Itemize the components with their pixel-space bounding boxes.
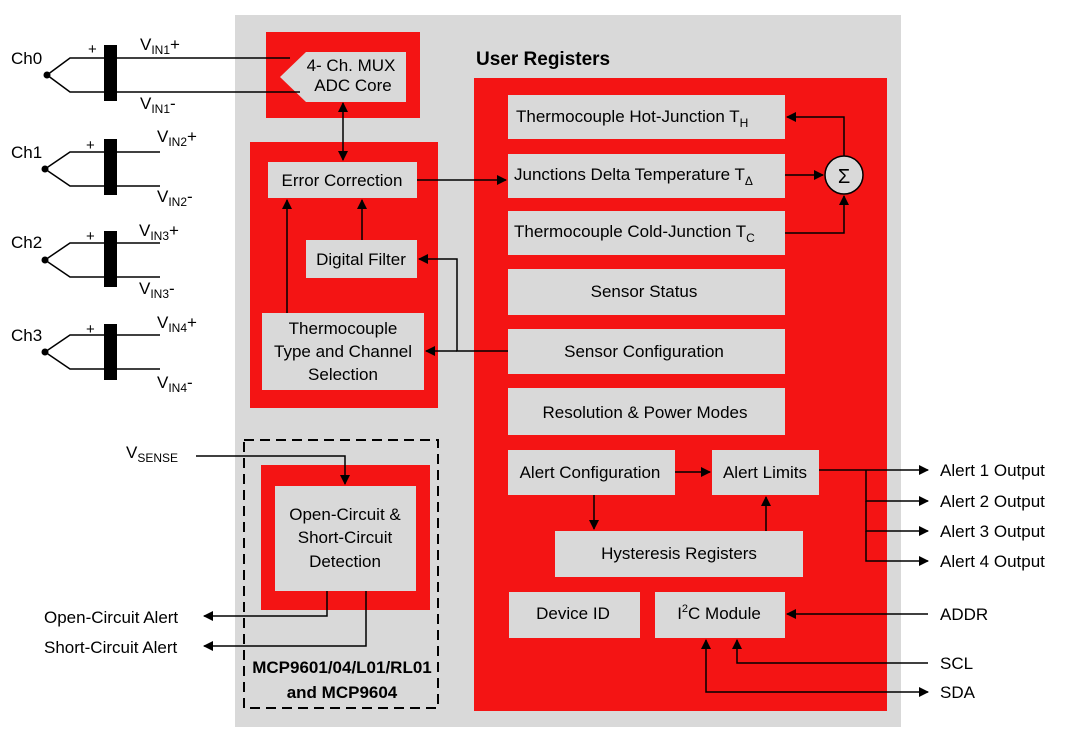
vin-pos-label: VIN3+ [139, 221, 179, 243]
wire-pair [46, 57, 300, 93]
cold-to-sum-arrow [785, 195, 849, 234]
alert-config-label: Alert Configuration [520, 463, 661, 482]
delta-temp-box [508, 154, 785, 198]
plus-sign: + [86, 137, 95, 154]
hot-junction-label: Thermocouple Hot-Junction TH [516, 107, 748, 130]
detection-dashed-frame [243, 439, 439, 709]
scl-label: SCL [940, 654, 973, 673]
alert3-output-label: Alert 3 Output [940, 522, 1045, 541]
digital-filter-box [306, 240, 417, 278]
device-label-line2: and MCP9604 [287, 683, 398, 702]
channel-label: Ch0 [11, 49, 42, 68]
vin-neg-label: VIN2- [157, 187, 193, 209]
hot-junction-box [508, 95, 785, 139]
sensor-status-label: Sensor Status [591, 282, 698, 301]
alert-config-box [508, 450, 675, 495]
digital-filter-label: Digital Filter [316, 250, 406, 269]
channel-ch2: Ch2 + VIN3+ VIN3- [11, 221, 179, 301]
hysteresis-label: Hysteresis Registers [601, 544, 757, 563]
connector [104, 45, 117, 101]
sda-label: SDA [940, 683, 976, 702]
delta-temp-label: Junctions Delta Temperature TΔ [514, 165, 753, 188]
sensor-config-label: Sensor Configuration [564, 342, 724, 361]
tc-type-line3: Selection [308, 365, 378, 384]
plus-sign: + [86, 321, 95, 338]
vin-pos-label: VIN2+ [157, 127, 197, 149]
alert2-output-label: Alert 2 Output [940, 492, 1045, 511]
alert4-arrow [865, 531, 929, 566]
channel-label: Ch1 [11, 143, 42, 162]
addr-label: ADDR [940, 605, 988, 624]
i2c-module-box [655, 592, 785, 638]
connections [196, 102, 929, 697]
open-circuit-alert-label: Open-Circuit Alert [44, 608, 178, 627]
device-label-line1: MCP9601/04/L01/RL01 [252, 658, 432, 677]
sensor-config-box [508, 329, 785, 374]
alert-limits-box [712, 450, 819, 495]
plus-sign: + [88, 41, 97, 58]
connector [104, 324, 117, 380]
registers-title: User Registers [476, 49, 610, 70]
channel-label: Ch3 [11, 326, 42, 345]
tc-type-line1: Thermocouple [289, 319, 398, 338]
vsense-label: VSENSE [126, 443, 178, 465]
error-correction-box [268, 162, 417, 198]
sum-symbol: Σ [838, 166, 850, 188]
resolution-label: Resolution & Power Modes [542, 403, 747, 422]
detection-line2: Short-Circuit [298, 528, 393, 547]
hysteresis-box [555, 531, 803, 577]
tc-type-box [262, 313, 424, 390]
sum-to-hot-arrow [786, 112, 845, 156]
wire-pair [44, 242, 160, 278]
mux-label-line1: 4- Ch. MUX [307, 56, 396, 75]
tc-type-line2: Type and Channel [274, 342, 412, 361]
short-alert-arrow [203, 591, 367, 651]
connector [104, 231, 117, 287]
vin-neg-label: VIN3- [139, 279, 175, 301]
connector [104, 139, 117, 195]
plus-sign: + [86, 228, 95, 245]
alert1-output-label: Alert 1 Output [940, 461, 1045, 480]
error-correction-label: Error Correction [282, 171, 403, 190]
sensor-status-box [508, 269, 785, 315]
cold-junction-label: Thermocouple Cold-Junction TC [514, 222, 755, 245]
resolution-box [508, 388, 785, 435]
channel-label: Ch2 [11, 233, 42, 252]
wire-pair [44, 334, 160, 370]
vin-pos-label: VIN1+ [140, 35, 180, 57]
cold-junction-box [508, 211, 785, 255]
open-alert-arrow [203, 591, 328, 621]
mux-label-line2: ADC Core [314, 76, 391, 95]
mux-box [280, 52, 406, 102]
device-id-label: Device ID [536, 604, 610, 623]
sda-arrow [701, 639, 929, 697]
vin-neg-label: VIN1- [140, 94, 176, 116]
channel-ch3: Ch3 + VIN4+ VIN4- [11, 313, 197, 395]
alert-limits-label: Alert Limits [723, 463, 807, 482]
detection-line3: Detection [309, 552, 381, 571]
detection-box [275, 486, 416, 591]
vin-pos-label: VIN4+ [157, 313, 197, 335]
alert4-output-label: Alert 4 Output [940, 552, 1045, 571]
channel-ch0: Ch0 + VIN1+ VIN1- [11, 35, 300, 116]
short-circuit-alert-label: Short-Circuit Alert [44, 638, 177, 657]
i2c-module-label: I2C Module [677, 603, 761, 623]
vin-neg-label: VIN4- [157, 373, 193, 395]
vsense-arrow [196, 455, 350, 485]
wire-pair [44, 151, 160, 187]
detection-line1: Open-Circuit & [289, 505, 401, 524]
config-to-filter-arrow [418, 254, 508, 352]
device-id-box [509, 592, 640, 638]
channel-ch1: Ch1 + VIN2+ VIN2- [11, 127, 197, 209]
